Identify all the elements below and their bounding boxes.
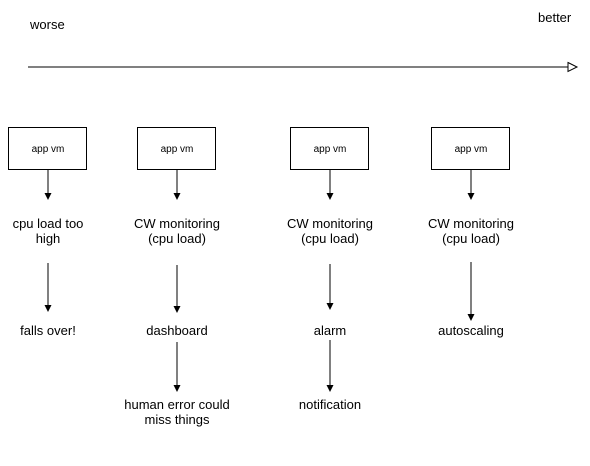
app-vm-box: [431, 127, 510, 170]
step-label-1: CW monitoring(cpu load): [134, 216, 220, 246]
app-vm-label: app vm: [32, 144, 65, 155]
arrow-step-1-to-2: [467, 262, 475, 321]
arrow-step-1-to-2: [44, 263, 52, 312]
step-label-2: autoscaling: [438, 323, 504, 338]
app-vm-box: [290, 127, 369, 170]
step-label-2: dashboard: [146, 323, 207, 338]
arrow-box-to-step: [326, 169, 334, 200]
step-label-2: falls over!: [20, 323, 76, 338]
step-label-2: alarm: [314, 323, 347, 338]
step-label-1: CW monitoring(cpu load): [287, 216, 373, 246]
arrow-step-1-to-2: [326, 264, 334, 310]
app-vm-label: app vm: [455, 144, 488, 155]
app-vm-box: [137, 127, 216, 170]
arrow-box-to-step: [44, 169, 52, 200]
column-3: app vm CW monitoring(cpu load) alarm notifi…: [287, 127, 373, 412]
arrow-step-1-to-2: [173, 265, 181, 313]
arrow-box-to-step: [467, 169, 475, 200]
step-label-3: notification: [299, 397, 361, 412]
step-label-1: CW monitoring(cpu load): [428, 216, 514, 246]
app-vm-label: app vm: [314, 144, 347, 155]
better-label: better: [538, 10, 572, 25]
arrow-step-2-to-3: [326, 340, 334, 392]
app-vm-box: [8, 127, 87, 170]
scale-arrowhead: [567, 61, 579, 73]
column-2: app vm CW monitoring(cpu load) dashboard hu…: [124, 127, 230, 427]
column-4: app vm CW monitoring(cpu load) autoscaling: [428, 127, 514, 338]
app-vm-label: app vm: [161, 144, 194, 155]
arrow-step-2-to-3: [173, 342, 181, 392]
arrow-box-to-step: [173, 169, 181, 200]
worse-label: worse: [30, 17, 65, 32]
